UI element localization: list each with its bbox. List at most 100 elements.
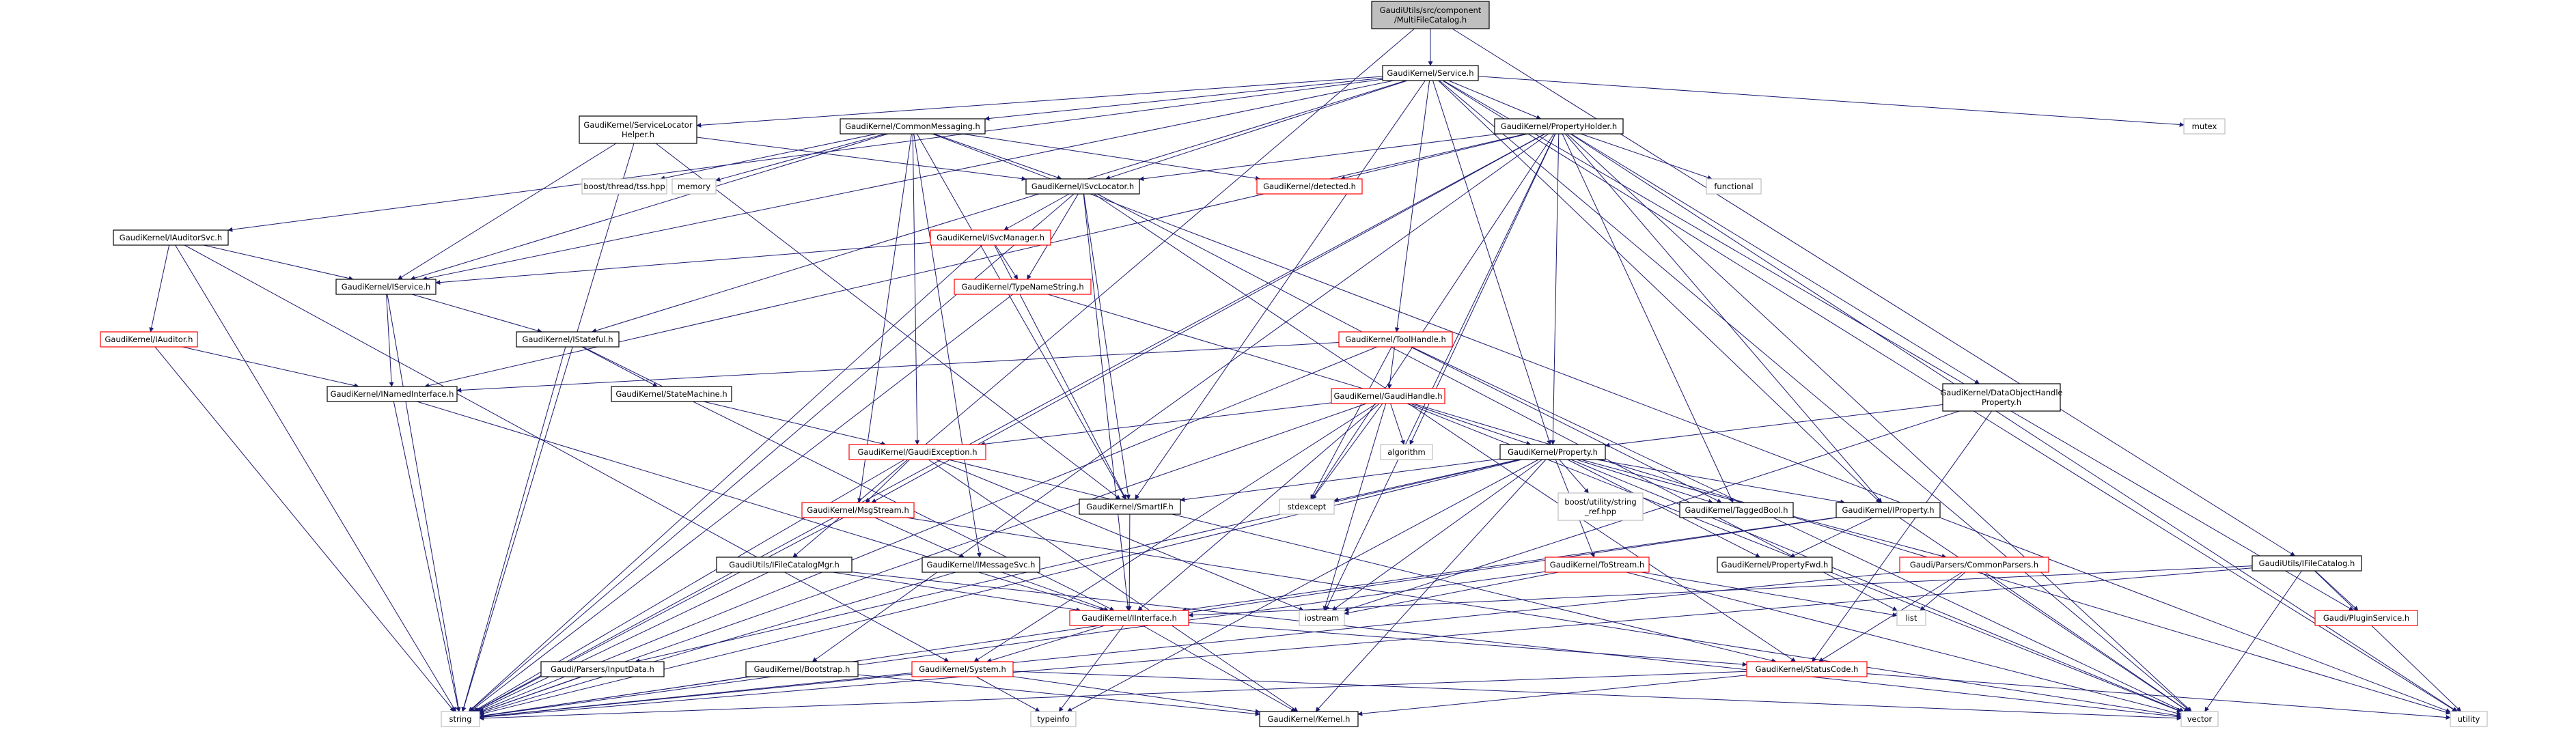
edge-tostream-to-list: [1641, 572, 1898, 617]
node-iinterface[interactable]: GaudiKernel/IInterface.h: [1069, 610, 1189, 626]
edge-servicelocatorhelper-to-smartif: [655, 143, 1121, 500]
edge-service-to-isvclocator: [1105, 80, 1408, 180]
node-box-memory: [671, 178, 717, 195]
edge-commonparsers-to-statuscode: [1818, 572, 1963, 662]
node-box-service: [1382, 65, 1479, 81]
node-detected[interactable]: GaudiKernel/detected.h: [1256, 178, 1363, 195]
node-box-inamedinterface: [327, 386, 458, 402]
node-box-imessagesvc: [922, 557, 1040, 573]
edge-iinterface-to-typeinfo: [1058, 625, 1124, 712]
edge-propertyholder-to-msgstream: [871, 133, 1546, 503]
node-iauditorsvc[interactable]: GaudiKernel/IAuditorSvc.h: [113, 229, 229, 246]
node-statemachine[interactable]: GaudiKernel/StateMachine.h: [611, 386, 732, 402]
edge-statemachine-to-gaudiexception: [703, 401, 887, 446]
edge-toolhandle-to-gaudihandle: [1387, 346, 1395, 389]
node-propertyfwd[interactable]: GaudiKernel/PropertyFwd.h: [1717, 557, 1833, 573]
edge-gaudihandle-to-gaudiexception: [980, 402, 1332, 447]
node-label-toolhandle: GaudiKernel/ToolHandle.h: [1345, 335, 1446, 344]
edge-bootstrap-to-kernel: [857, 674, 1260, 716]
node-iservice[interactable]: GaudiKernel/IService.h: [335, 279, 437, 295]
node-label-servicelocatorhelper: Helper.h: [622, 130, 654, 139]
node-label-kernel: GaudiKernel/Kernel.h: [1268, 714, 1351, 724]
node-isvclocator[interactable]: GaudiKernel/ISvcLocator.h: [1025, 178, 1140, 195]
edge-iauditorsvc-to-string: [175, 244, 456, 712]
edge-msgstream-to-string: [474, 517, 844, 712]
edge-msgstream-to-vector: [906, 517, 2182, 718]
edge-toolhandle-to-inamedinterface: [456, 342, 1340, 393]
node-smartif[interactable]: GaudiKernel/SmartIF.h: [1079, 498, 1181, 515]
node-box-gaudihandle: [1331, 388, 1445, 404]
edge-toolhandle-to-stdexcept: [1310, 346, 1392, 500]
edge-gaudihandle-to-iinterface: [1137, 403, 1380, 611]
edge-service-to-pluginservice: [1443, 80, 2354, 611]
edge-iauditor-to-inamedinterface: [182, 346, 359, 389]
edge-iauditorsvc-to-system: [184, 244, 950, 662]
node-kernel[interactable]: GaudiKernel/Kernel.h: [1259, 711, 1359, 727]
node-statuscode[interactable]: GaudiKernel/StatusCode.h: [1746, 661, 1868, 677]
edge-commonparsers-to-vector: [1984, 572, 2189, 712]
edge-property-to-inputdata: [635, 459, 1521, 664]
node-list: list: [1896, 610, 1926, 626]
edge-gaudihandle-to-system: [973, 403, 1377, 662]
node-ifilecatalogmgr[interactable]: GaudiUtils/IFileCatalogMgr.h: [716, 557, 853, 573]
node-tostream[interactable]: GaudiKernel/ToStream.h: [1545, 557, 1650, 573]
node-property[interactable]: GaudiKernel/Property.h: [1499, 444, 1606, 460]
node-pluginservice[interactable]: Gaudi/PluginService.h: [2314, 610, 2418, 626]
edge-iproperty-to-vector: [1899, 517, 2189, 712]
edge-imessagesvc-to-iinterface: [1001, 572, 1109, 612]
edge-commonmessaging-to-memory: [715, 133, 886, 182]
node-istateful[interactable]: GaudiKernel/IStateful.h: [516, 331, 620, 348]
node-box-root: [1371, 1, 1490, 29]
edge-ifilecatalogmgr-to-vector: [851, 572, 2182, 719]
node-inputdata[interactable]: Gaudi/Parsers/InputData.h: [540, 661, 665, 677]
node-label-string: string: [449, 714, 471, 724]
node-threadtss: boost/thread/tss.hpp: [581, 178, 667, 195]
node-iauditor[interactable]: GaudiKernel/IAuditor.h: [100, 331, 198, 348]
node-box-typenamestring: [954, 279, 1092, 295]
edge-iinterface-to-system: [986, 625, 1105, 663]
node-propertyholder[interactable]: GaudiKernel/PropertyHolder.h: [1494, 118, 1624, 135]
node-gaudiexception[interactable]: GaudiKernel/GaudiException.h: [848, 444, 986, 460]
node-label-iservice: GaudiKernel/IService.h: [342, 282, 431, 292]
node-gaudihandle[interactable]: GaudiKernel/GaudiHandle.h: [1331, 388, 1445, 404]
node-box-gaudiexception: [848, 444, 986, 460]
node-label-functional: functional: [1714, 182, 1753, 191]
edge-servicelocatorhelper-to-isvclocator: [696, 137, 1027, 182]
edge-iinterface-to-kernel: [1142, 625, 1297, 712]
node-commonmessaging[interactable]: GaudiKernel/CommonMessaging.h: [840, 118, 986, 135]
edge-property-to-stdexcept: [1333, 459, 1519, 503]
edge-propertyholder-to-bootstrap: [812, 133, 1549, 662]
edge-propertyholder-to-iostream: [1325, 133, 1556, 611]
node-box-iauditor: [100, 331, 198, 348]
node-label-iauditorsvc: GaudiKernel/IAuditorSvc.h: [120, 233, 222, 242]
node-msgstream[interactable]: GaudiKernel/MsgStream.h: [801, 502, 915, 518]
node-typenamestring[interactable]: GaudiKernel/TypeNameString.h: [954, 279, 1092, 295]
edge-statuscode-to-utility: [1866, 673, 2451, 720]
edge-ifilecatalog-to-pluginservice: [2314, 570, 2359, 611]
edge-property-to-stringref: [1559, 459, 1589, 494]
edge-propertyholder-to-functional: [1580, 133, 1713, 180]
node-imessagesvc[interactable]: GaudiKernel/IMessageSvc.h: [922, 557, 1040, 573]
edge-iinterface-to-statuscode: [1188, 622, 1747, 667]
node-label-statemachine: GaudiKernel/StateMachine.h: [615, 389, 727, 399]
node-ifilecatalog[interactable]: GaudiUtils/IFileCatalog.h: [2252, 555, 2362, 572]
node-taggedbool[interactable]: GaudiKernel/TaggedBool.h: [1679, 502, 1794, 518]
node-commonparsers[interactable]: Gaudi/Parsers/CommonParsers.h: [1899, 557, 2049, 573]
node-inamedinterface[interactable]: GaudiKernel/INamedInterface.h: [327, 386, 458, 402]
node-isvcmanager[interactable]: GaudiKernel/ISvcManager.h: [930, 229, 1051, 246]
node-iproperty[interactable]: GaudiKernel/IProperty.h: [1836, 502, 1941, 518]
node-toolhandle[interactable]: GaudiKernel/ToolHandle.h: [1338, 331, 1453, 348]
node-system[interactable]: GaudiKernel/System.h: [911, 661, 1014, 677]
node-service[interactable]: GaudiKernel/Service.h: [1382, 65, 1479, 81]
edge-tostream-to-iostream: [1344, 572, 1559, 615]
edge-property-to-propertyfwd: [1567, 459, 1760, 558]
edge-imessagesvc-to-string: [479, 572, 956, 715]
node-bootstrap[interactable]: GaudiKernel/Bootstrap.h: [745, 661, 859, 677]
edge-iservice-to-string: [387, 294, 461, 712]
edge-propertyholder-to-utility: [1570, 133, 2458, 712]
node-root[interactable]: GaudiUtils/src/component/MultiFileCatalo…: [1371, 1, 1490, 29]
node-label-propertyfwd: GaudiKernel/PropertyFwd.h: [1721, 560, 1829, 569]
